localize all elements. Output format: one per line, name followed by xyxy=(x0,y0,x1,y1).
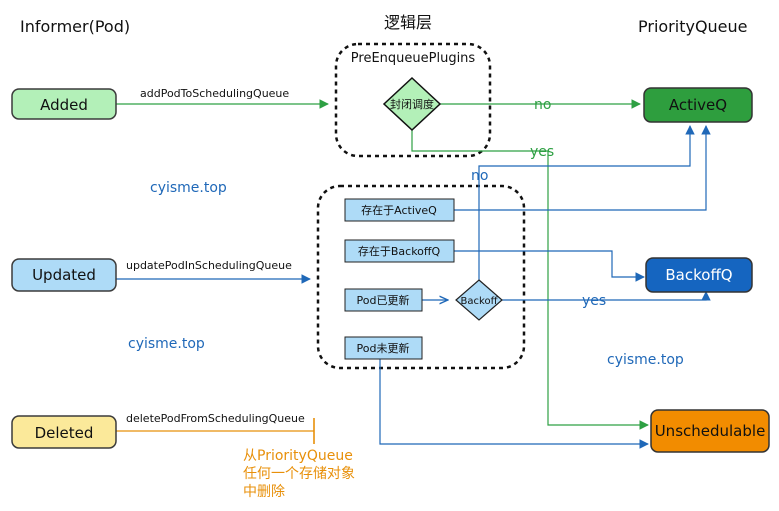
event-added-label: Added xyxy=(40,96,88,114)
header-logic: 逻辑层 xyxy=(384,13,432,32)
handler-update: updatePodInSchedulingQueue xyxy=(126,259,292,272)
edge-backoff-to-backoffq xyxy=(502,291,711,301)
header-informer: Informer(Pod) xyxy=(20,17,130,36)
header-priority-queue: PriorityQueue xyxy=(638,17,748,36)
event-updated-label: Updated xyxy=(32,266,96,284)
edge-inbackoff-to-backoffq xyxy=(454,250,645,282)
scheduling-gate-label: 封闭调度 xyxy=(390,97,434,111)
handler-delete: deletePodFromSchedulingQueue xyxy=(126,412,305,425)
delete-note-line-3: 中删除 xyxy=(243,484,285,500)
queue-activeq-label: ActiveQ xyxy=(669,96,727,114)
scheduling-gate-diamond: 封闭调度 xyxy=(382,76,442,132)
edge-label-yes-top: yes xyxy=(530,144,554,160)
queue-unschedulable-label: Unschedulable xyxy=(655,422,766,440)
check-in-backoffq-label: 存在于BackoffQ xyxy=(358,244,441,258)
delete-note-line-2: 任何一个存储对象 xyxy=(243,466,355,482)
edge-label-no-top: no xyxy=(534,97,551,113)
check-in-activeq: 存在于ActiveQ xyxy=(344,198,455,222)
check-pod-not-updated-label: Pod未更新 xyxy=(357,341,410,355)
update-logic-container xyxy=(316,184,526,370)
check-pod-updated: Pod已更新 xyxy=(344,288,423,312)
event-added: Added xyxy=(11,88,117,120)
queue-unschedulable: Unschedulable xyxy=(650,409,770,453)
queue-activeq: ActiveQ xyxy=(643,87,753,123)
event-deleted: Deleted xyxy=(11,415,117,449)
watermark-1: cyisme.top xyxy=(150,180,227,196)
edge-backoff-to-activeq xyxy=(478,125,695,280)
edge-label-no-mid: no xyxy=(471,168,488,184)
event-updated: Updated xyxy=(11,258,117,292)
watermark-3: cyisme.top xyxy=(607,352,684,368)
check-pod-not-updated: Pod未更新 xyxy=(344,336,423,360)
edge-label-yes-mid: yes xyxy=(582,293,606,309)
queue-backoffq-label: BackoffQ xyxy=(665,266,732,284)
edge-gate-to-unschedulable xyxy=(411,130,649,430)
preenqueue-plugins-title: PreEnqueuePlugins xyxy=(351,51,476,66)
check-pod-updated-label: Pod已更新 xyxy=(357,293,410,307)
check-in-activeq-label: 存在于ActiveQ xyxy=(361,203,437,217)
event-deleted-label: Deleted xyxy=(35,424,94,442)
backoff-diamond-label: Backoff xyxy=(461,296,499,307)
edge-podnotupdated-to-unschedulable xyxy=(379,358,649,449)
handler-add: addPodToSchedulingQueue xyxy=(140,87,289,100)
preenqueue-plugins-container xyxy=(334,42,492,158)
backoff-diamond: Backoff xyxy=(455,279,503,321)
queue-backoffq: BackoffQ xyxy=(645,257,753,293)
edge-inactive-to-activeq xyxy=(454,125,711,211)
check-in-backoffq: 存在于BackoffQ xyxy=(344,239,455,263)
delete-note-line-1: 从PriorityQueue xyxy=(243,448,353,464)
watermark-2: cyisme.top xyxy=(128,336,205,352)
